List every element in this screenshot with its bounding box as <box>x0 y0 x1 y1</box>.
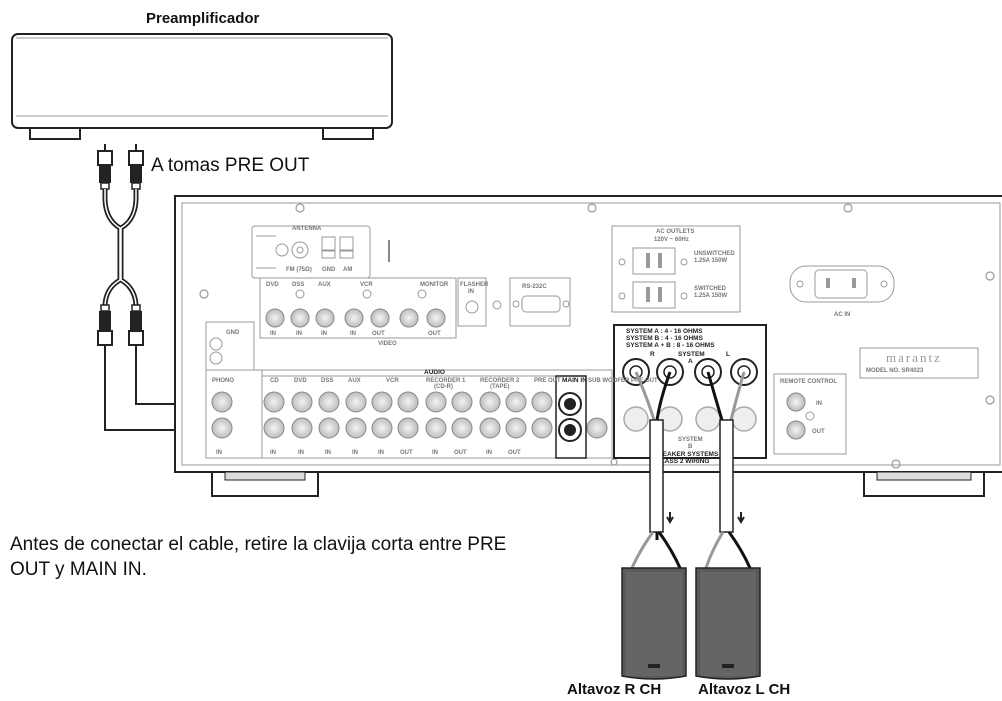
speaker-systems-label: SPEAKER SYSTEMS <box>654 451 719 458</box>
video-aux-label: AUX <box>318 282 331 288</box>
svg-text:IN: IN <box>270 450 276 456</box>
svg-text:DVD: DVD <box>294 378 307 384</box>
speaker-wires <box>630 371 752 569</box>
svg-text:SUB WOOFER PRE OUT: SUB WOOFER PRE OUT <box>588 378 658 384</box>
svg-text:IN: IN <box>350 331 356 337</box>
svg-text:IN: IN <box>486 450 492 456</box>
am-label: AM <box>343 267 352 273</box>
main-in-jacks <box>558 392 582 442</box>
receiver-labels: ANTENNA FM (75Ω) GND AM DVD DSS AUX VCR … <box>212 226 942 465</box>
gnd-label: GND <box>322 267 336 273</box>
svg-text:OUT: OUT <box>812 429 825 435</box>
svg-text:L: L <box>726 351 730 358</box>
svg-text:OUT: OUT <box>400 450 413 456</box>
svg-text:OUT: OUT <box>454 450 467 456</box>
preamplifier-unit <box>11 33 393 140</box>
class2-label: CLASS 2 WIRING <box>656 458 709 465</box>
remote-control-label: REMOTE CONTROL <box>780 379 837 385</box>
svg-text:AUX: AUX <box>348 378 361 384</box>
svg-text:SWITCHED: SWITCHED <box>694 286 727 292</box>
svg-text:(CD-R): (CD-R) <box>434 384 453 390</box>
svg-text:R: R <box>650 351 655 358</box>
main-in-label: MAIN IN <box>562 377 587 384</box>
svg-text:CD: CD <box>270 378 279 384</box>
svg-text:OUT: OUT <box>372 331 385 337</box>
ac-in-label: AC IN <box>834 312 850 318</box>
svg-text:OUT: OUT <box>428 331 441 337</box>
svg-text:IN: IN <box>216 450 222 456</box>
svg-text:120V ~ 60Hz: 120V ~ 60Hz <box>654 237 689 243</box>
flasher-label: FLASHER <box>460 282 489 288</box>
svg-text:1.25A 150W: 1.25A 150W <box>694 293 727 299</box>
video-label: VIDEO <box>378 341 397 347</box>
speaker-l-label: Altavoz L CH <box>698 681 791 698</box>
speaker-r-label: Altavoz R CH <box>567 681 662 698</box>
rca-plug-bottom-left <box>97 304 113 354</box>
svg-text:RECORDER 1: RECORDER 1 <box>426 378 466 384</box>
svg-text:PHONO: PHONO <box>212 378 234 384</box>
svg-text:IN: IN <box>298 450 304 456</box>
rs232-label: RS-232C <box>522 284 547 290</box>
fm-label: FM (75Ω) <box>286 267 312 273</box>
video-vcr-label: VCR <box>360 282 373 288</box>
video-dvd-label: DVD <box>266 282 279 288</box>
rca-plug-top-right <box>128 144 144 190</box>
system-a-spec: SYSTEM A : 4 - 16 OHMS <box>626 328 703 335</box>
model-number: MODEL NO. SR4023 <box>866 368 924 374</box>
svg-text:VCR: VCR <box>386 378 399 384</box>
speaker-left <box>695 567 761 680</box>
rca-plug-top-left <box>97 144 113 190</box>
svg-text:IN: IN <box>816 401 822 407</box>
svg-text:IN: IN <box>432 450 438 456</box>
svg-text:IN: IN <box>321 331 327 337</box>
rca-cable <box>97 144 562 431</box>
brand-logo: marantz <box>886 350 942 365</box>
svg-text:SYSTEM: SYSTEM <box>678 351 705 358</box>
ac-outlets-label: AC OUTLETS <box>656 229 694 235</box>
svg-text:IN: IN <box>352 450 358 456</box>
svg-text:PRE OUT: PRE OUT <box>534 378 561 384</box>
video-dss-label: DSS <box>292 282 304 288</box>
svg-text:GND: GND <box>226 330 240 336</box>
preamplifier-title: Preamplificador <box>146 10 260 27</box>
svg-text:OUT: OUT <box>508 450 521 456</box>
video-monitor-label: MONITOR <box>420 282 449 288</box>
svg-text:RECORDER 2: RECORDER 2 <box>480 378 520 384</box>
note-line-2: OUT y MAIN IN. <box>10 559 147 580</box>
system-b-spec: SYSTEM B : 4 - 16 OHMS <box>626 335 704 342</box>
svg-text:IN: IN <box>325 450 331 456</box>
pre-out-label: A tomas PRE OUT <box>151 155 310 176</box>
svg-text:DSS: DSS <box>321 378 333 384</box>
audio-label: AUDIO <box>424 369 445 376</box>
svg-text:IN: IN <box>378 450 384 456</box>
svg-text:1.25A 150W: 1.25A 150W <box>694 258 727 264</box>
rca-plug-bottom-right <box>128 304 144 354</box>
svg-text:IN: IN <box>468 289 474 295</box>
speaker-right <box>621 567 687 680</box>
svg-text:(TAPE): (TAPE) <box>490 384 510 390</box>
note-line-1: Antes de conectar el cable, retire la cl… <box>10 534 507 555</box>
system-ab-spec: SYSTEM A + B : 8 - 16 OHMS <box>626 342 715 349</box>
antenna-label: ANTENNA <box>292 226 322 232</box>
svg-text:B: B <box>688 444 693 450</box>
svg-text:A: A <box>688 358 693 365</box>
receiver-unit <box>174 195 1002 497</box>
svg-text:IN: IN <box>296 331 302 337</box>
svg-text:IN: IN <box>270 331 276 337</box>
svg-text:UNSWITCHED: UNSWITCHED <box>694 251 735 257</box>
svg-text:SYSTEM: SYSTEM <box>678 437 703 443</box>
